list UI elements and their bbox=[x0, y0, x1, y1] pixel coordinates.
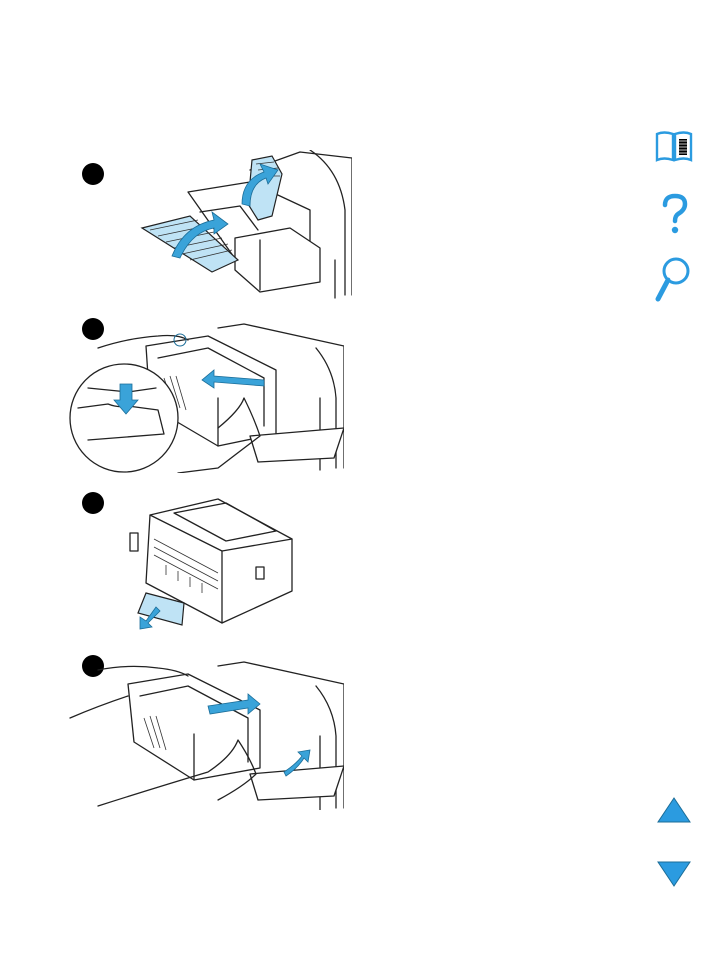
illustration-remove-feeder bbox=[69, 323, 344, 473]
help-question-icon[interactable] bbox=[660, 193, 690, 235]
step-marker-4: 4 bbox=[82, 655, 104, 677]
illustration-open-envelope-feeder bbox=[140, 150, 352, 299]
step-marker-3: 3 bbox=[82, 492, 104, 514]
illustration-remove-jammed-envelope bbox=[129, 498, 293, 630]
step-marker-2: 2 bbox=[82, 318, 104, 340]
arrow-down-icon[interactable] bbox=[656, 860, 692, 888]
illustration-reinstall-feeder bbox=[69, 661, 344, 810]
magnifier-search-icon[interactable] bbox=[654, 256, 692, 302]
arrow-up-icon[interactable] bbox=[656, 796, 692, 824]
book-icon[interactable] bbox=[654, 130, 694, 164]
step-marker-1: 1 bbox=[82, 163, 104, 185]
